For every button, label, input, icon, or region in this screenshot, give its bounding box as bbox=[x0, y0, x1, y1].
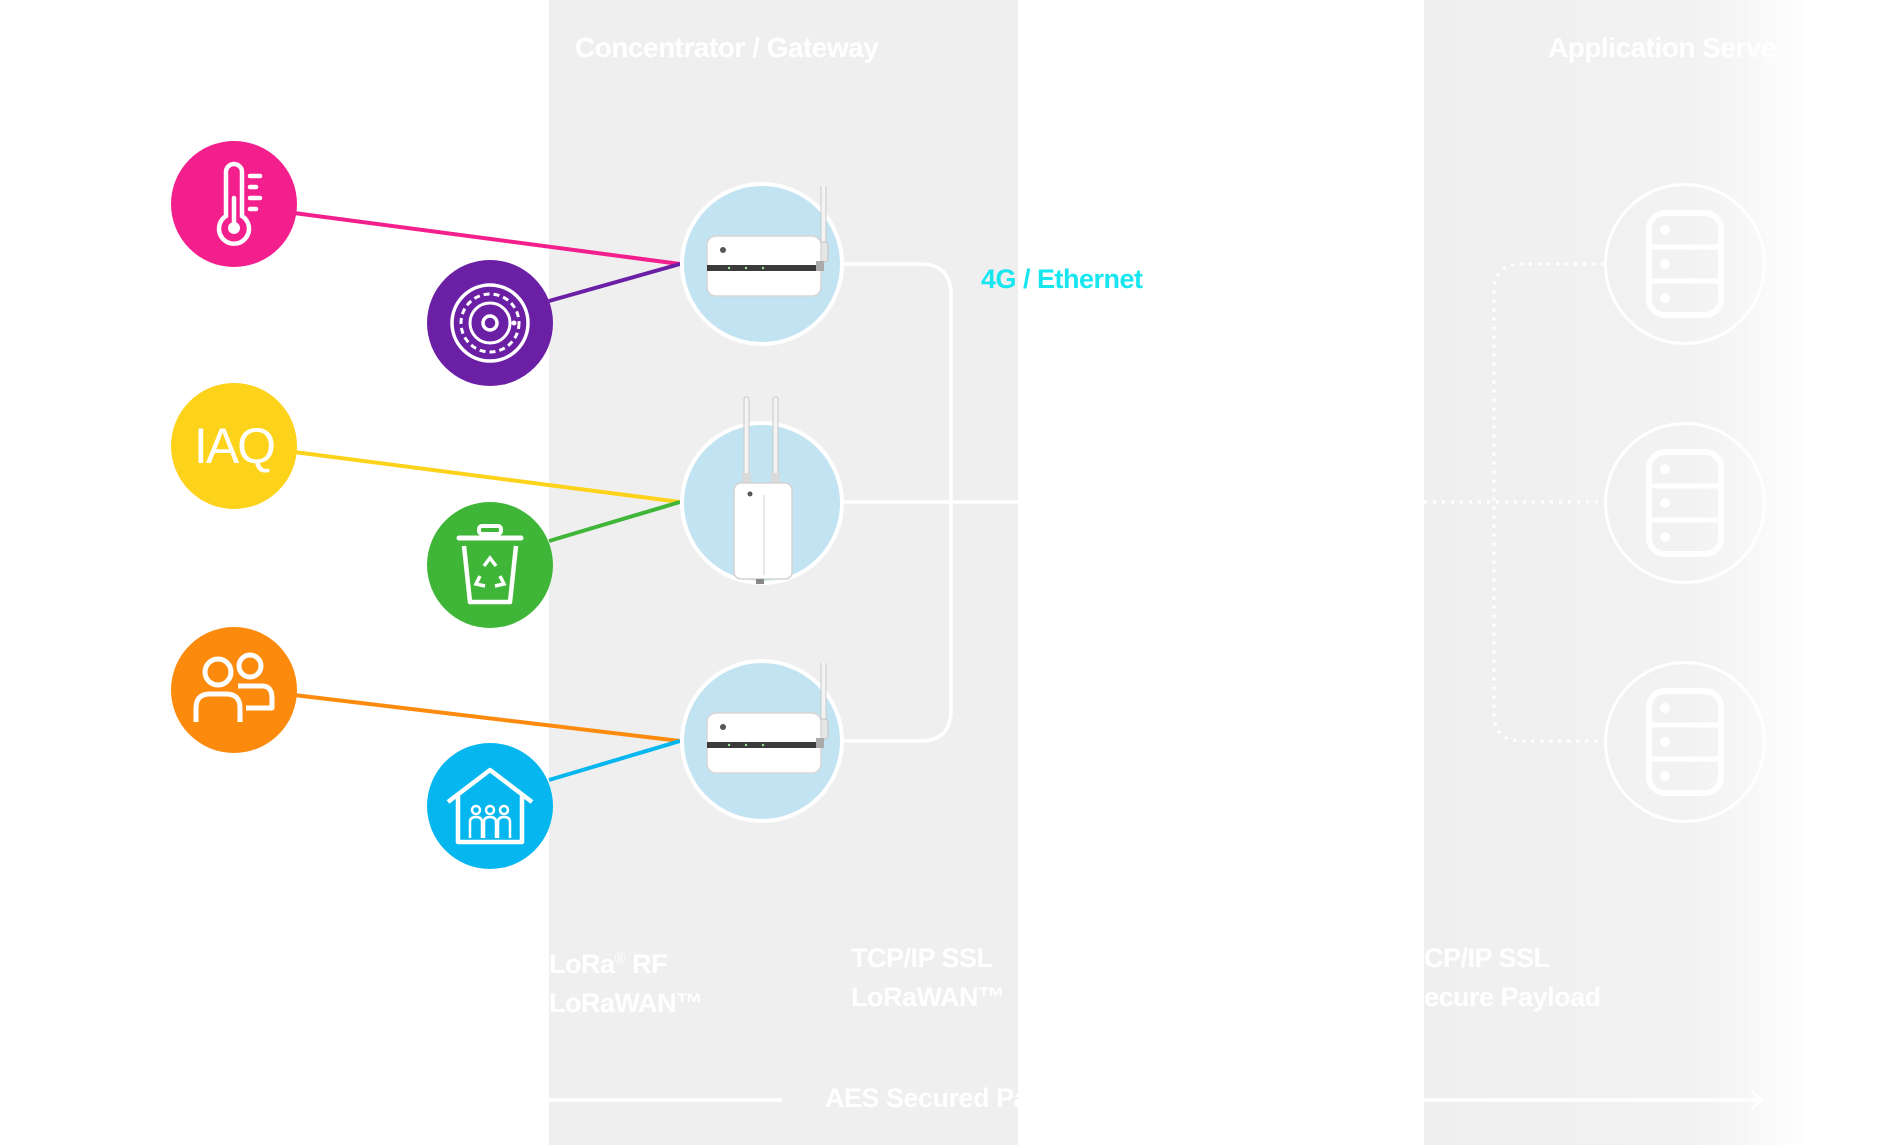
bottom-label-clip: AES Secured Pa bbox=[548, 0, 1018, 1145]
link-waste bbox=[548, 500, 681, 543]
gateway-1[interactable] bbox=[680, 182, 844, 346]
sensor-temperature[interactable] bbox=[171, 141, 297, 267]
protocol-left-line2: LoRaWAN™ bbox=[549, 988, 703, 1018]
smoke-detector-icon bbox=[450, 283, 530, 363]
sensor-people[interactable] bbox=[171, 627, 297, 753]
server-icon bbox=[1646, 210, 1724, 318]
protocol-middle-line2: LoRaWAN™ bbox=[851, 982, 1005, 1012]
network-label: 4G / Ethernet bbox=[981, 264, 1143, 294]
link-temperature bbox=[293, 211, 681, 266]
iaq-label: IAQ bbox=[193, 418, 276, 474]
server-icon bbox=[1646, 449, 1724, 557]
indoor-gateway-icon bbox=[706, 186, 829, 297]
sensor-smoke[interactable] bbox=[427, 260, 553, 386]
server-icon bbox=[1646, 688, 1724, 796]
indoor-gateway-icon bbox=[706, 663, 829, 774]
server-title-clip: Application Serve bbox=[1424, 0, 1802, 1145]
protocol-left-line1-suffix: RF bbox=[625, 949, 668, 979]
sensor-waste[interactable] bbox=[427, 502, 553, 628]
link-iaq bbox=[293, 450, 681, 504]
link-occupancy bbox=[548, 739, 681, 782]
protocol-middle: TCP/IP SSL LoRaWAN™ bbox=[851, 939, 1005, 1017]
thermometer-icon bbox=[216, 161, 263, 246]
gateway-3[interactable] bbox=[680, 659, 844, 823]
sensor-iaq[interactable]: IAQ bbox=[171, 383, 297, 509]
protocol-right-line1: CP/IP SSL bbox=[1424, 943, 1550, 973]
application-server-1[interactable] bbox=[1604, 183, 1766, 345]
outdoor-gateway-icon bbox=[733, 396, 793, 584]
bottom-flow-label: AES Secured Pa bbox=[825, 1083, 1018, 1113]
gateway-column-title: Concentrator / Gateway bbox=[575, 32, 879, 63]
link-people bbox=[293, 693, 681, 743]
bottom-flow-arrowhead bbox=[1751, 1090, 1765, 1110]
recycle-bin-icon bbox=[456, 524, 524, 605]
registered-mark: ® bbox=[614, 950, 626, 967]
protocol-middle-line1: TCP/IP SSL bbox=[851, 943, 993, 973]
link-smoke bbox=[548, 262, 681, 303]
right-fade-overlay bbox=[1740, 0, 1882, 1145]
house-people-icon bbox=[446, 767, 534, 845]
protocol-right: CP/IP SSL ecure Payload bbox=[1424, 939, 1601, 1017]
sensor-occupancy[interactable] bbox=[427, 743, 553, 869]
protocol-right-line2: ecure Payload bbox=[1424, 982, 1601, 1012]
server-column-title: Application Serve bbox=[1548, 32, 1777, 63]
protocol-left: LoRa® RF LoRaWAN™ bbox=[549, 939, 703, 1023]
application-server-2[interactable] bbox=[1604, 422, 1766, 584]
server-column-band bbox=[1424, 0, 1802, 1145]
people-icon bbox=[193, 652, 275, 722]
protocol-left-line1: LoRa bbox=[549, 949, 615, 979]
application-server-3[interactable] bbox=[1604, 661, 1766, 823]
gateway-2[interactable] bbox=[680, 396, 844, 585]
